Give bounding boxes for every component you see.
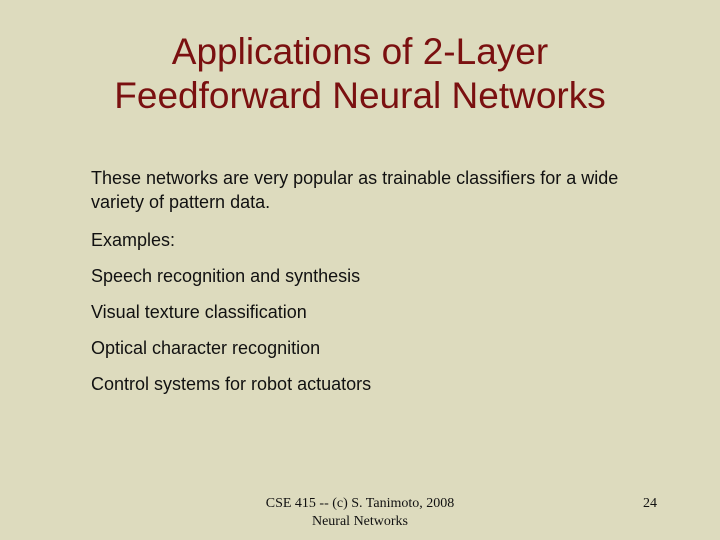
page-number: 24: [643, 496, 657, 511]
list-item-control-systems: Control systems for robot actuators: [91, 374, 372, 394]
list-item-speech-recognition: Speech recognition and synthesis: [91, 266, 361, 286]
slide-footer: CSE 415 -- (c) S. Tanimoto, 2008 Neural …: [200, 495, 520, 531]
footer-line-1: CSE 415 -- (c) S. Tanimoto, 2008: [265, 496, 455, 511]
list-item-visual-texture: Visual texture classification: [91, 302, 307, 322]
slide-title: Applications of 2-Layer Feedforward Neur…: [0, 30, 720, 118]
slide-title-line-2: Feedforward Neural Networks: [114, 75, 606, 116]
examples-heading: Examples:: [91, 230, 176, 250]
footer-line-2: Neural Networks: [311, 514, 409, 529]
slide-title-line-1: Applications of 2-Layer: [171, 31, 549, 72]
list-item-optical-character: Optical character recognition: [91, 338, 321, 358]
slide-body: These networks are very popular as train…: [91, 166, 671, 408]
intro-paragraph: These networks are very popular as train…: [91, 168, 619, 212]
